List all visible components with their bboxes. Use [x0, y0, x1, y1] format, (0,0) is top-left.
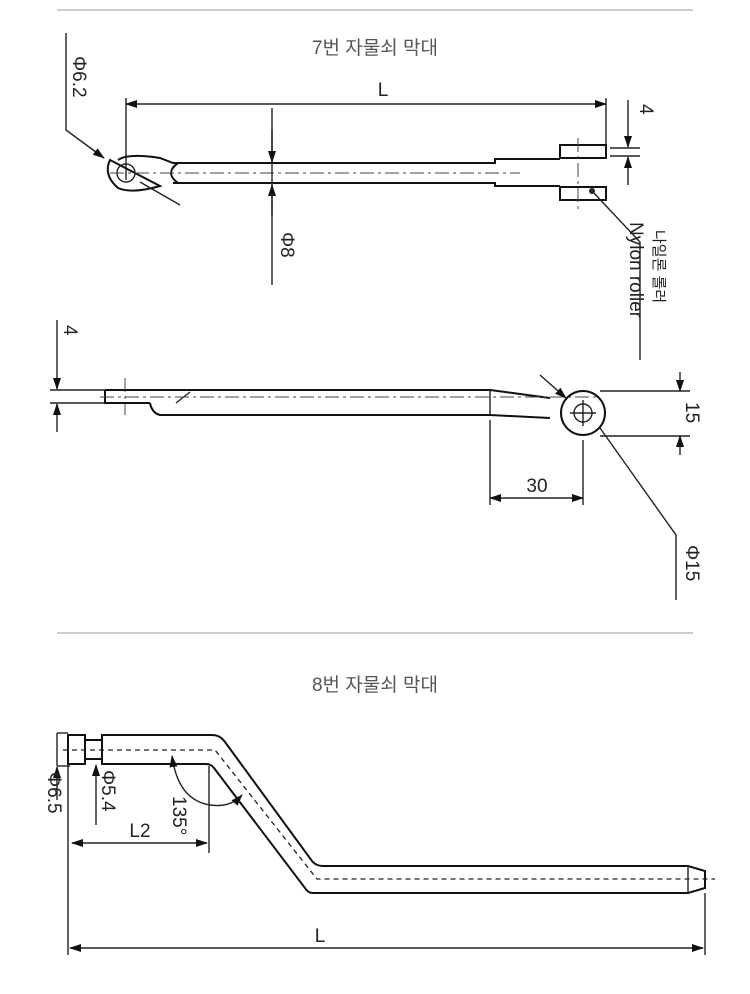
- rod-diameter-label: Φ8: [276, 232, 297, 258]
- eye-hole-diameter-label: Φ6.2: [68, 56, 89, 98]
- drawing-8-title: 8번 자물쇠 막대: [312, 674, 438, 696]
- bend-angle-label: 135°: [168, 796, 189, 835]
- drawing-7-title: 7번 자물쇠 막대: [312, 37, 438, 59]
- rod-7-top-view: [65, 33, 641, 360]
- side-thickness-label: 4: [59, 325, 80, 336]
- length-label-8: L: [315, 926, 326, 947]
- eye-offset-label: 30: [526, 476, 547, 497]
- nylon-roller-label: Nylon roller: [625, 222, 646, 319]
- neck-diameter-label: Φ5.4: [97, 770, 118, 812]
- head-diameter-label: Φ6.5: [43, 772, 64, 814]
- eye-height-label: 15: [681, 402, 702, 423]
- offset-length-label: L2: [129, 821, 150, 842]
- eye-diameter-label: Φ15: [681, 545, 702, 581]
- rod-7-side-view: [50, 320, 690, 600]
- fork-gap-label: 4: [635, 104, 656, 115]
- rod-8-drawing: [53, 732, 715, 955]
- nylon-roller-korean-label: 나일론 롤러: [650, 230, 667, 303]
- length-label: L: [378, 80, 389, 101]
